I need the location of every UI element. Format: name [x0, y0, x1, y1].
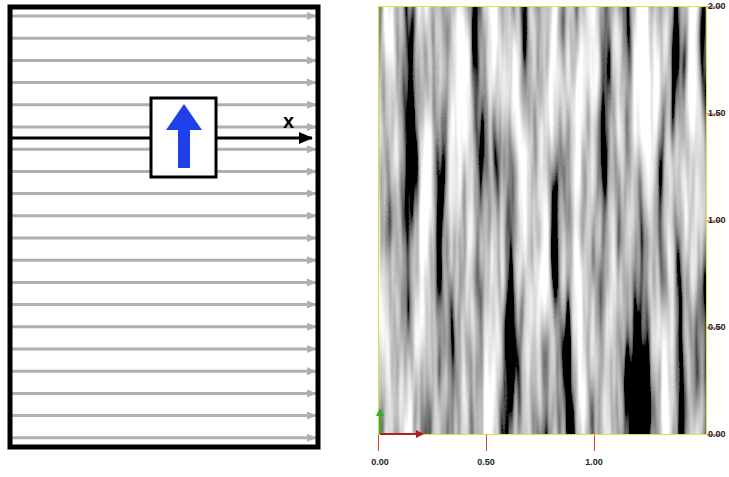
flow-arrow	[12, 303, 316, 306]
tick-label: 0.50	[708, 322, 726, 332]
axes-icon	[376, 408, 424, 438]
flow-arrows	[12, 16, 316, 438]
flow-arrow	[12, 259, 316, 262]
flow-arrow	[12, 15, 316, 18]
flow-arrow	[12, 59, 316, 62]
flow-arrow	[12, 237, 316, 240]
tick-label: 1.00	[708, 215, 726, 225]
tick-label: 1.00	[585, 457, 603, 467]
streak-image	[378, 6, 707, 435]
tick-label: 0.00	[371, 457, 389, 467]
axis-ticks	[379, 7, 723, 451]
tick-label: 1.50	[708, 108, 726, 118]
image-frame	[379, 7, 707, 435]
domain-box	[10, 7, 318, 447]
flow-arrow	[12, 370, 316, 373]
flow-arrow	[12, 392, 316, 395]
flow-arrow	[12, 348, 316, 351]
tick-label: 0.00	[708, 429, 726, 439]
particle-box	[151, 98, 216, 177]
up-arrow	[166, 104, 202, 168]
flow-arrow	[12, 325, 316, 328]
flow-arrow	[12, 81, 316, 84]
flow-arrow	[12, 436, 316, 439]
flow-arrow	[12, 414, 316, 417]
flow-arrow	[12, 281, 316, 284]
axis-label: x	[283, 110, 294, 133]
flow-arrow	[12, 37, 316, 40]
flow-arrow	[12, 214, 316, 217]
tick-label: 0.50	[477, 457, 495, 467]
flow-arrow	[12, 192, 316, 195]
tick-label: 2.00	[708, 1, 726, 11]
